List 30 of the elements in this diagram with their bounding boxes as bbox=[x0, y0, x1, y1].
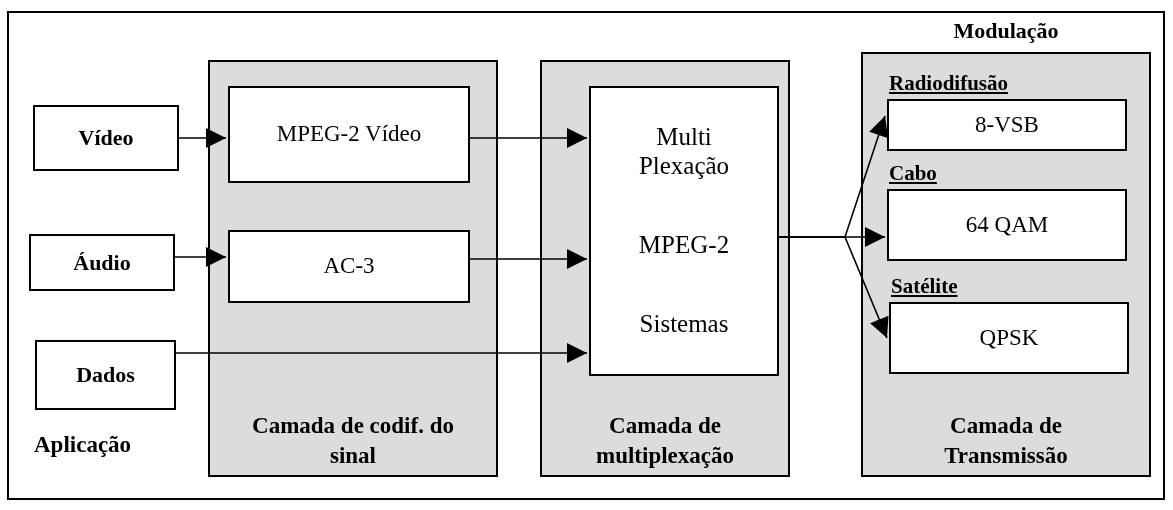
medium-heading: Radiodifusão bbox=[889, 71, 1009, 96]
layer-title: Camada de codif. do sinal bbox=[251, 412, 455, 471]
medium-heading: Cabo bbox=[889, 161, 937, 186]
arrow bbox=[174, 247, 227, 267]
layer-panel bbox=[208, 60, 498, 477]
layer-heading: Modulação bbox=[952, 18, 1060, 44]
box-label: Sistemas bbox=[639, 310, 729, 339]
layer-title: Aplicação bbox=[34, 432, 132, 458]
box-label: 8-VSB bbox=[975, 111, 1039, 139]
layer-panel bbox=[540, 60, 790, 477]
input-box bbox=[35, 340, 176, 410]
process-box bbox=[228, 86, 470, 183]
input-label: Áudio bbox=[73, 249, 131, 276]
medium-heading: Satélite bbox=[891, 274, 958, 299]
input-label: Vídeo bbox=[78, 125, 134, 151]
input-box bbox=[29, 234, 175, 291]
input-label: Dados bbox=[76, 362, 135, 388]
box-label: MPEG-2 bbox=[638, 231, 730, 260]
arrow bbox=[178, 128, 227, 148]
box-label: Multi Plexação bbox=[637, 123, 731, 181]
box-label: MPEG-2 Vídeo bbox=[276, 121, 422, 148]
input-box bbox=[33, 105, 179, 171]
layer-title: Camada de Transmissão bbox=[943, 412, 1069, 471]
box-label: AC-3 bbox=[323, 253, 375, 280]
multiplexer-box bbox=[589, 86, 779, 376]
arrow bbox=[175, 343, 588, 363]
layer-title: Camada de multiplexação bbox=[595, 412, 735, 471]
process-box bbox=[228, 230, 470, 303]
box-label: 64 QAM bbox=[965, 211, 1049, 239]
box-label: QPSK bbox=[979, 324, 1039, 352]
